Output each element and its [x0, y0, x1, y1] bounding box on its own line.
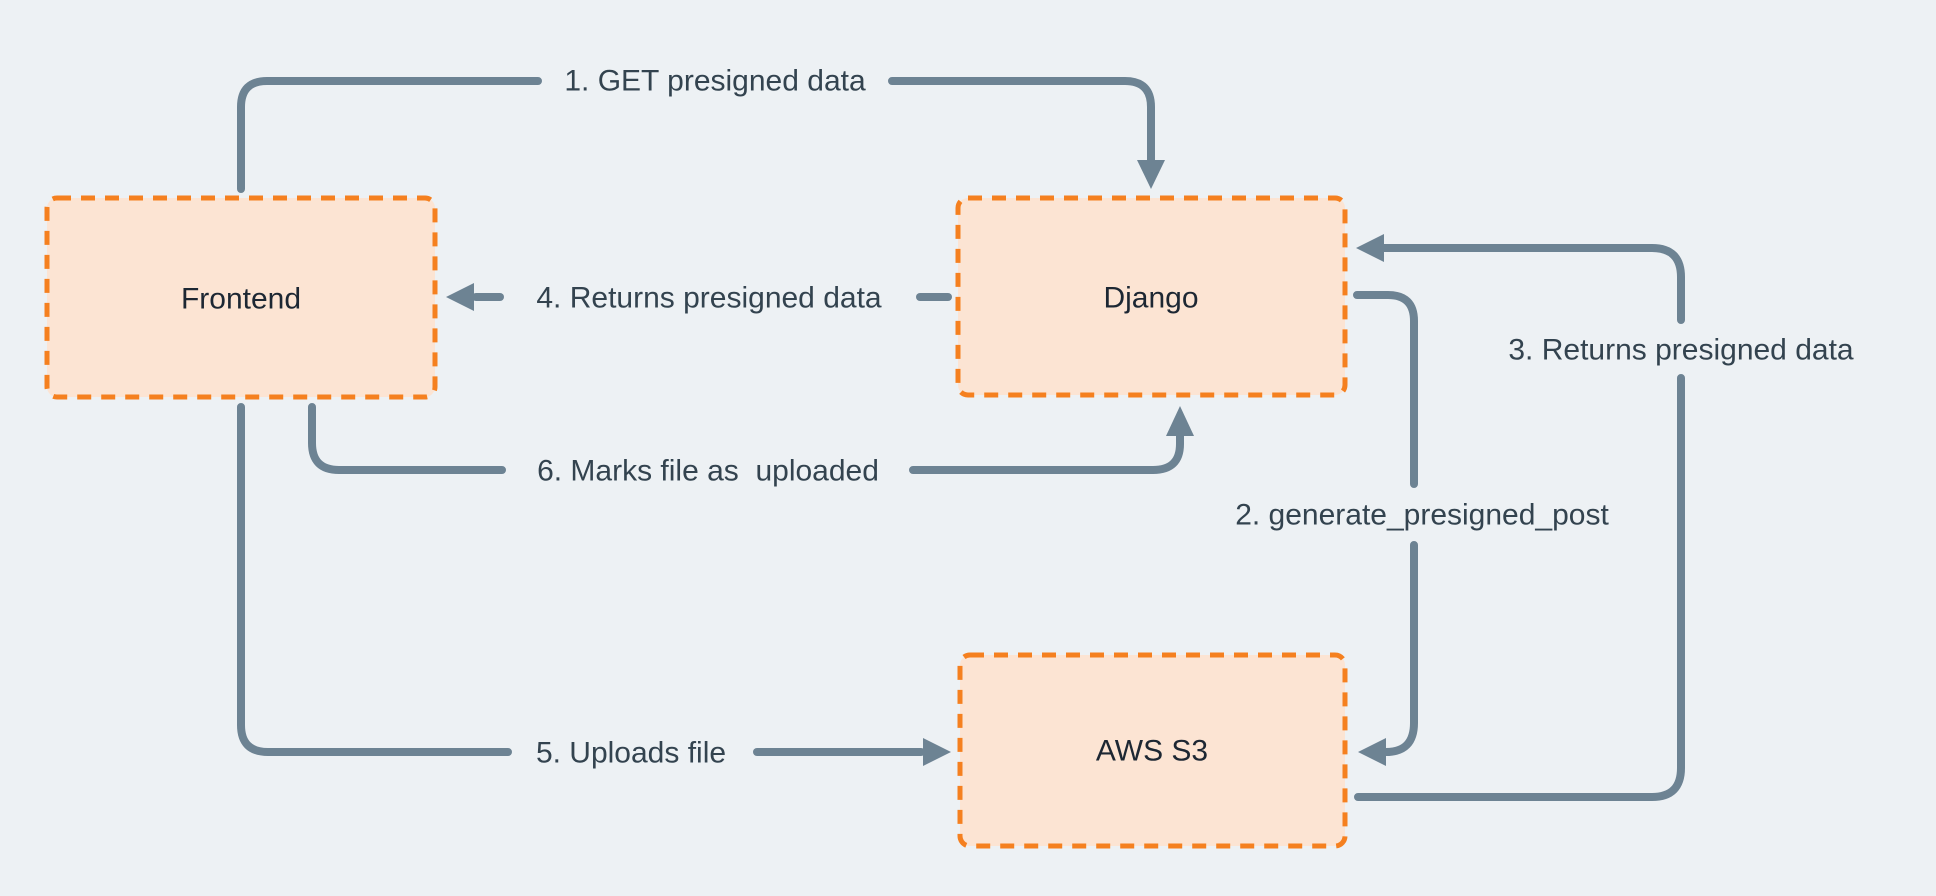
node-aws-s3: AWS S3: [957, 652, 1348, 849]
edge-returns-presigned-data-to-django: 3. Returns presigned data: [1354, 234, 1859, 801]
node-django-label: Django: [1103, 282, 1198, 315]
arrowhead-right-icon: [923, 738, 951, 766]
edge-5-label: 5. Uploads file: [536, 737, 726, 770]
edge-6-label: 6. Marks file as uploaded: [537, 455, 879, 488]
edge-1-line-right: [888, 77, 1155, 166]
arrowhead-left-icon: [1358, 738, 1386, 766]
edge-marks-file-uploaded: 6. Marks file as uploaded: [308, 403, 1194, 493]
arrowhead-left-icon: [446, 283, 474, 311]
edge-generate-presigned-post: 2. generate_presigned_post: [1230, 291, 1614, 766]
arrowhead-up-icon: [1166, 406, 1194, 436]
node-django-box: [955, 195, 1348, 398]
edge-3-line-bottom: [1354, 374, 1685, 801]
edge-2-line-top: [1353, 291, 1418, 488]
node-django: Django: [955, 195, 1348, 398]
edge-returns-presigned-data-to-frontend: 4. Returns presigned data: [446, 277, 952, 320]
edge-uploads-file: 5. Uploads file: [237, 403, 951, 775]
edge-4-label: 4. Returns presigned data: [536, 282, 882, 315]
arrowhead-left-icon: [1356, 234, 1384, 262]
edge-1-line-left: [237, 77, 542, 193]
edge-2-label: 2. generate_presigned_post: [1235, 499, 1609, 532]
node-aws-s3-label: AWS S3: [1096, 735, 1208, 768]
edge-3-line-top: [1380, 244, 1685, 324]
node-frontend-box: [44, 195, 438, 400]
node-frontend-label: Frontend: [181, 283, 301, 316]
arrowhead-down-icon: [1137, 160, 1165, 189]
edge-1-label: 1. GET presigned data: [564, 65, 866, 98]
edge-get-presigned-data: 1. GET presigned data: [237, 60, 1165, 193]
edge-5-line-left: [237, 403, 512, 756]
edge-6-line-left: [308, 403, 506, 474]
edge-2-line-bottom: [1382, 541, 1418, 756]
node-frontend: Frontend: [44, 195, 438, 400]
edge-6-line-right: [909, 430, 1184, 474]
node-aws-s3-box: [957, 652, 1348, 849]
edge-3-label: 3. Returns presigned data: [1508, 334, 1854, 367]
